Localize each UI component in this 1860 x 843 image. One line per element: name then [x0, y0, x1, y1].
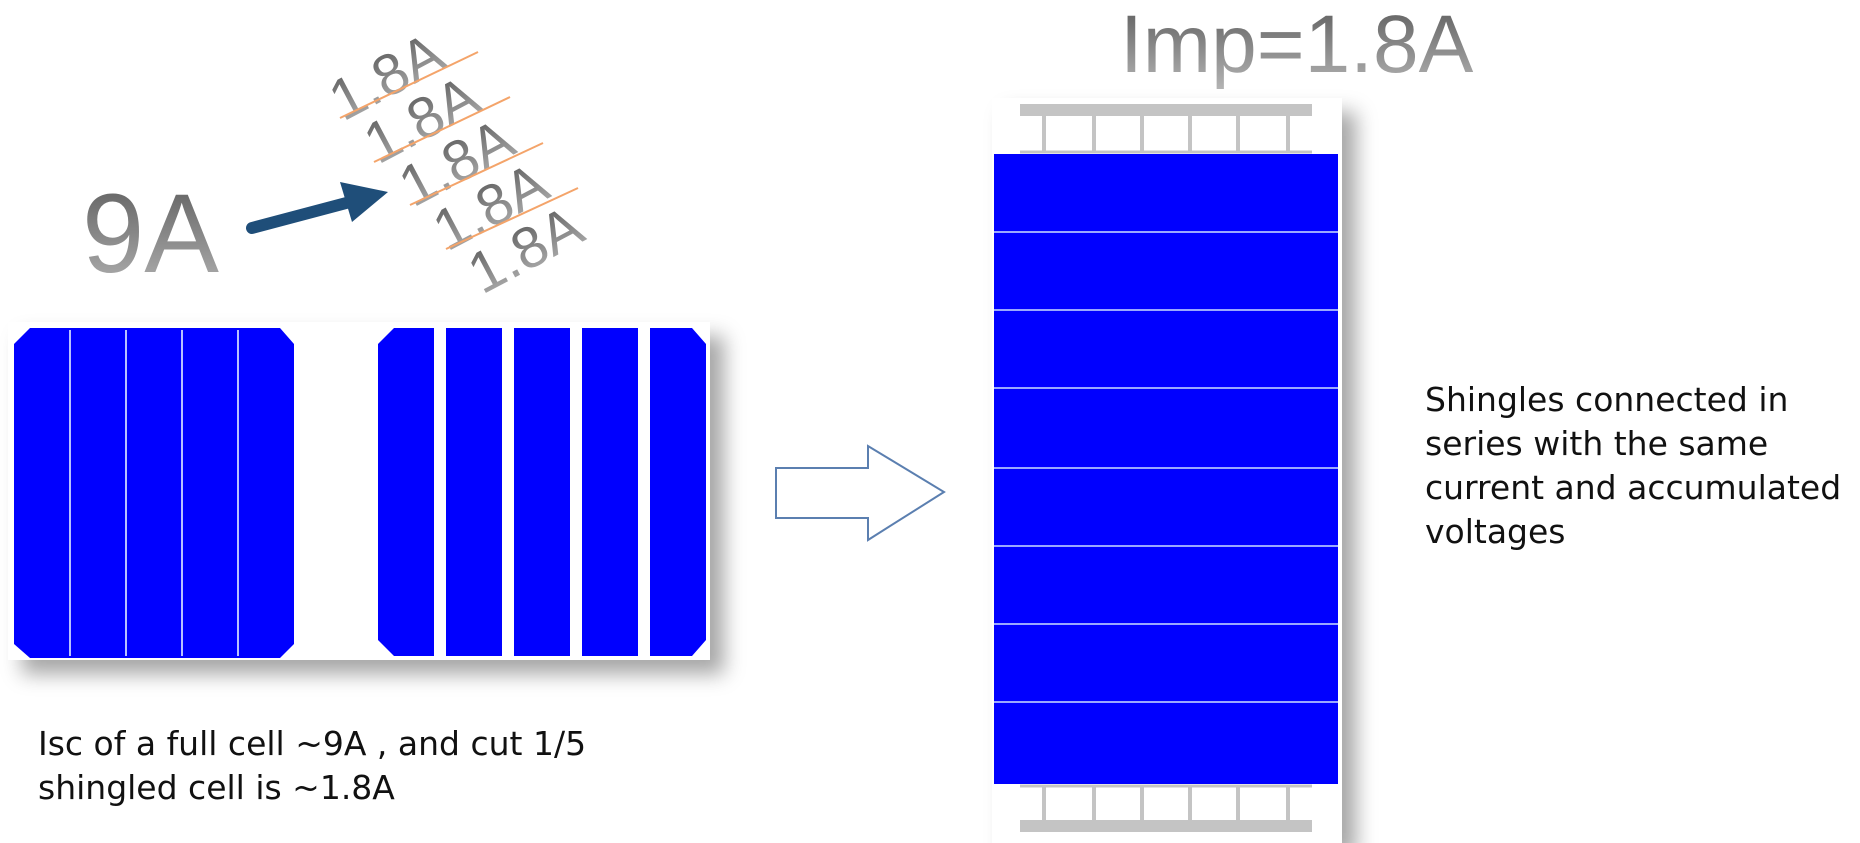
string-current-label: Imp=1.8A — [1120, 0, 1474, 90]
block-arrow — [775, 444, 946, 542]
full-cell-current-label: 9A — [82, 171, 219, 296]
shingle-strip-5 — [650, 328, 706, 656]
shingled-module — [992, 98, 1342, 843]
cut-line-4 — [445, 187, 579, 250]
bottom-busbar — [1020, 784, 1312, 832]
full-cell — [14, 328, 294, 658]
shingle-strip-4 — [582, 328, 638, 656]
shingle-strip-2 — [446, 328, 502, 656]
shingle-strip-3 — [514, 328, 570, 656]
shingle-stack — [994, 154, 1338, 784]
cell-comparison-panel — [8, 322, 710, 660]
cut-line-2 — [373, 96, 511, 163]
split-arrow — [246, 182, 388, 234]
cut-line-3 — [409, 142, 544, 206]
shingle-strip-1 — [378, 328, 434, 656]
cut-line-1 — [339, 51, 479, 119]
cut-shingle-strips — [378, 328, 706, 656]
top-busbar — [1020, 104, 1312, 154]
module-caption: Shingles connected in series with the sa… — [1425, 380, 1842, 551]
split-current-labels: 1.8A 1.8A 1.8A 1.8A 1.8A — [319, 20, 594, 307]
full-cell-caption: Isc of a full cell ~9A , and cut 1/5 shi… — [38, 724, 587, 807]
